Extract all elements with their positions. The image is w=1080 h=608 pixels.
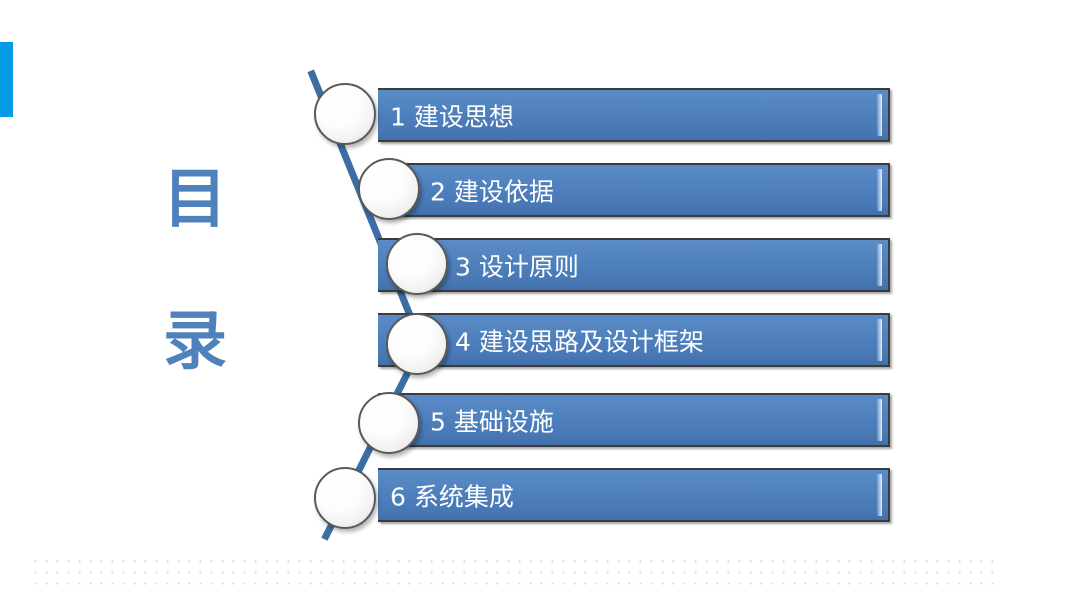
toc-item-4[interactable]: 4 建设思路及设计框架 (0, 313, 1080, 375)
page-title-char-2: 录 (163, 305, 227, 379)
accent-bar (0, 42, 13, 117)
toc-item-bar-6[interactable] (378, 468, 890, 522)
page-title-char-1: 目 (163, 163, 227, 237)
toc-item-label-2: 2 建设依据 (430, 177, 554, 207)
toc-node-circle-6[interactable] (314, 467, 376, 529)
toc-node-circle-3[interactable] (386, 233, 448, 295)
toc-item-bar-5[interactable] (378, 393, 890, 447)
toc-item-bar-3[interactable] (378, 238, 890, 292)
toc-item-3[interactable]: 3 设计原则 (0, 233, 1080, 296)
page-title: 目录 (140, 168, 250, 374)
bar-highlight-5 (877, 399, 882, 441)
toc-node-circle-1[interactable] (314, 83, 376, 145)
toc-item-6[interactable]: 6 系统集成 (0, 467, 1080, 529)
toc-item-bar-2[interactable] (378, 163, 890, 217)
bar-highlight-6 (877, 474, 882, 516)
toc-item-bar-4[interactable] (378, 313, 890, 367)
toc-item-label-4: 4 建设思路及设计框架 (455, 327, 704, 357)
toc-item-5[interactable]: 5 基础设施 (0, 392, 1080, 454)
toc-item-bar-1[interactable] (378, 88, 890, 142)
bar-highlight-3 (877, 244, 882, 286)
toc-item-label-5: 5 基础设施 (430, 407, 554, 437)
bar-highlight-2 (877, 169, 882, 211)
toc-node-circle-2[interactable] (358, 158, 420, 220)
toc-node-circle-4[interactable] (386, 313, 448, 375)
toc-item-1[interactable]: 1 建设思想 (0, 83, 1080, 146)
toc-item-label-6: 6 系统集成 (390, 482, 514, 512)
dot-grid-decoration (30, 556, 1000, 590)
toc-item-label-1: 1 建设思想 (390, 102, 514, 132)
toc-item-label-3: 3 设计原则 (455, 252, 579, 282)
toc-node-circle-5[interactable] (358, 392, 420, 454)
bar-highlight-1 (877, 94, 882, 136)
toc-item-2[interactable]: 2 建设依据 (0, 158, 1080, 221)
bar-highlight-4 (877, 319, 882, 361)
